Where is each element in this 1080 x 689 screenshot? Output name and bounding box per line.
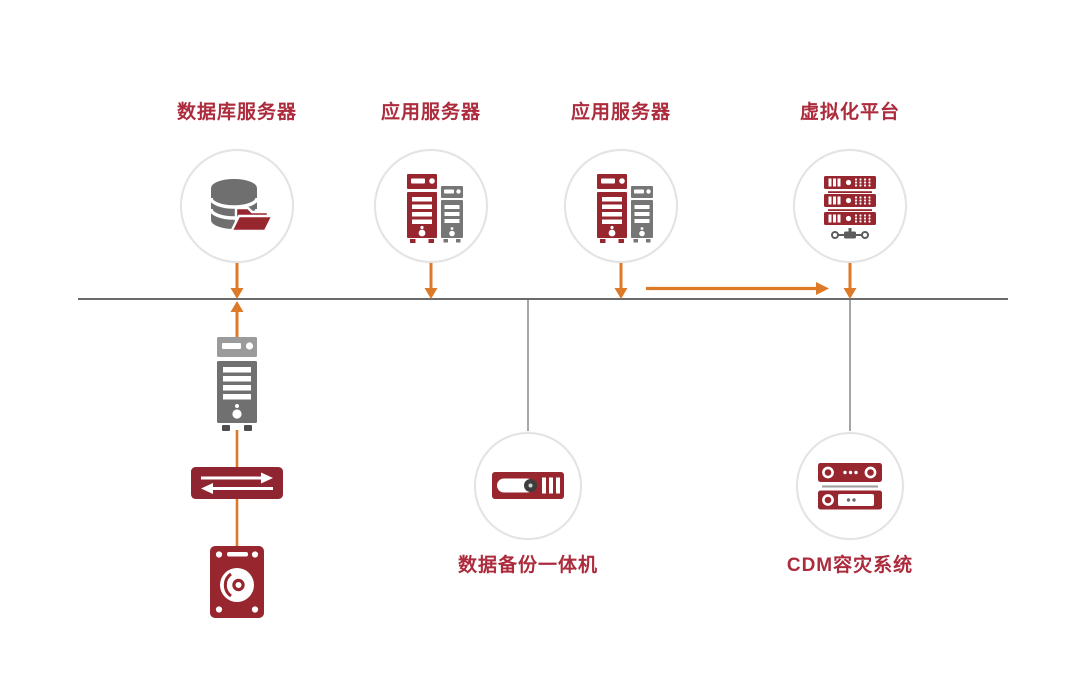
node-cdm-system: CDM容灾系统 — [740, 432, 960, 579]
app2-to-virt-arrow — [646, 282, 829, 295]
app1-to-bus-arrow — [424, 263, 438, 299]
node-database-server: 数据库服务器 — [127, 100, 347, 263]
backup-appliance-circle — [474, 432, 582, 540]
network-connector-glyph — [831, 228, 869, 239]
hard-disk-icon — [210, 546, 264, 618]
node-virtualization-platform: 虚拟化平台 — [740, 100, 960, 263]
cdm-system-circle — [796, 432, 904, 540]
app-server-1-label: 应用服务器 — [380, 102, 481, 123]
database-server-circle — [180, 149, 294, 263]
dual-tower-servers-icon — [597, 174, 653, 243]
transfer-switch — [191, 467, 283, 504]
node-app-server-1: 应用服务器 — [321, 100, 541, 263]
rack-server-stack-icon — [824, 176, 876, 239]
virtualization-platform-label: 虚拟化平台 — [799, 102, 900, 123]
database-server-label: 数据库服务器 — [176, 102, 297, 123]
virt-to-bus-arrow — [843, 263, 857, 299]
tower-server — [214, 337, 260, 439]
tower-server-icon — [217, 337, 257, 431]
hard-disk — [210, 546, 264, 623]
database-folder-icon — [209, 179, 275, 233]
app-server-2-label: 应用服务器 — [570, 102, 671, 123]
cdm-system-label: CDM容灾系统 — [786, 555, 914, 576]
backup-appliance-icon — [492, 472, 564, 499]
node-backup-appliance: 数据备份一体机 — [418, 432, 638, 579]
node-app-server-2: 应用服务器 — [511, 100, 731, 263]
app2-to-bus-arrow — [614, 263, 628, 299]
app-server-2-circle — [564, 149, 678, 263]
backup-appliance-label: 数据备份一体机 — [457, 555, 598, 576]
data-transfer-arrows-icon — [191, 467, 283, 499]
db-to-bus-arrow — [230, 263, 244, 299]
virtualization-platform-circle — [793, 149, 907, 263]
cdm-rack-units-icon — [818, 463, 882, 510]
tower-to-bus-arrow — [230, 301, 244, 337]
dual-tower-servers-icon — [407, 174, 463, 243]
app-server-1-circle — [374, 149, 488, 263]
